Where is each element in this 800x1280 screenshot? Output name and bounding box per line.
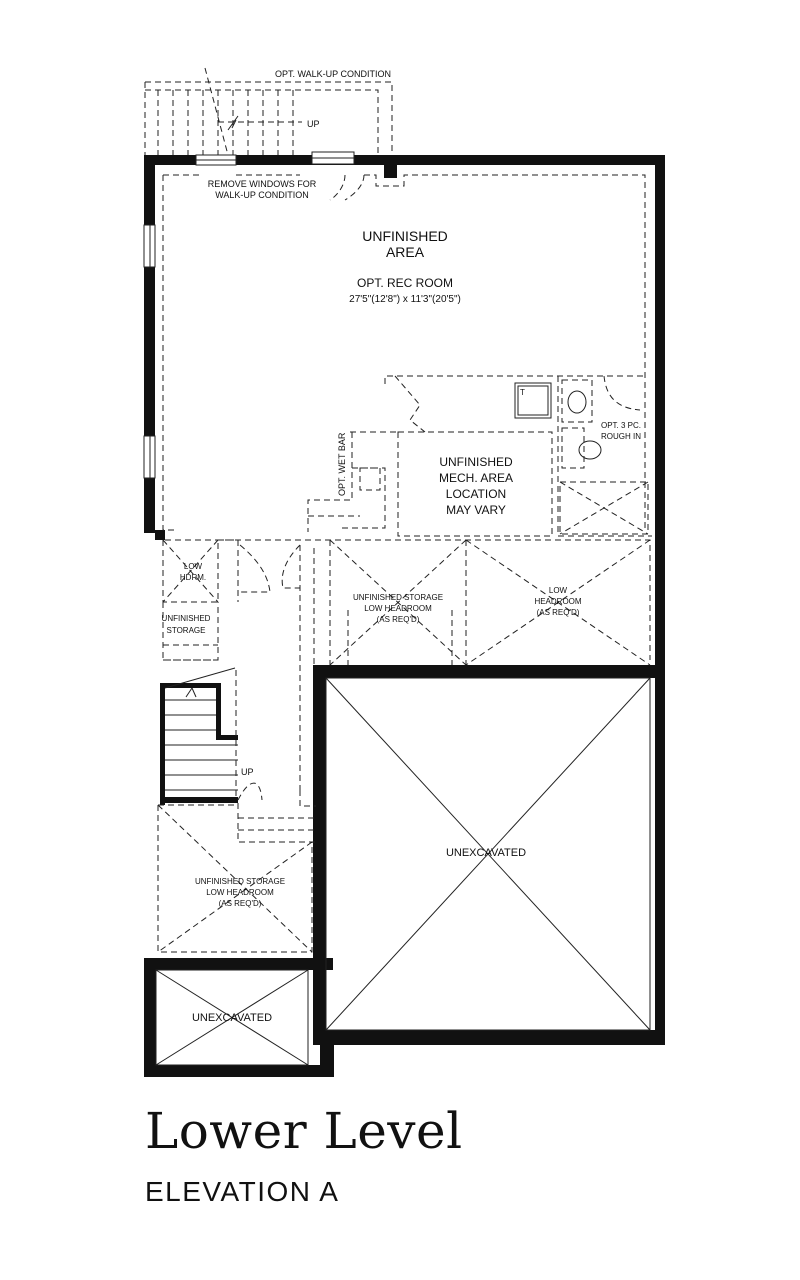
storage-low-label-3: (AS REQ'D) <box>219 899 262 908</box>
tank-label: T <box>520 388 525 397</box>
windows <box>143 151 355 479</box>
hall-doors <box>237 544 316 843</box>
remove-windows-label-1: REMOVE WINDOWS FOR <box>208 179 317 189</box>
plan-title: Lower Level <box>145 1102 463 1160</box>
wet-bar <box>307 432 386 532</box>
storage-mid-label-2: LOW HEADROOM <box>364 604 432 613</box>
opt-wet-bar-label: OPT. WET BAR <box>337 432 347 496</box>
up-label-top: UP <box>307 119 320 129</box>
unfinished-storage-label-2: STORAGE <box>167 626 206 635</box>
low-headroom-label-1: LOW <box>549 586 568 595</box>
stair-up <box>164 667 238 800</box>
up-label-stair: UP <box>241 767 254 777</box>
lower-storage <box>157 804 313 953</box>
unfinished-area-label-2: AREA <box>386 244 425 260</box>
unexcavated-small <box>155 969 309 1066</box>
mech-area-label-1: UNFINISHED <box>439 455 513 469</box>
mech-area-label-2: MECH. AREA <box>439 471 513 485</box>
low-hdrm-label-2: HDRM. <box>180 573 206 582</box>
unfinished-area-label-1: UNFINISHED <box>362 228 448 244</box>
unexcavated-small-label: UNEXCAVATED <box>192 1012 272 1024</box>
opt-walkup-stair <box>144 67 393 156</box>
rough-in-label-2: ROUGH IN <box>601 432 641 441</box>
unexcavated-big <box>325 677 651 1031</box>
low-headroom-label-3: (AS REQ'D) <box>537 608 580 617</box>
storage-zones <box>165 539 651 666</box>
left-storage <box>162 539 271 661</box>
low-headroom-label-2: HEADROOM <box>534 597 581 606</box>
remove-windows-label-2: WALK-UP CONDITION <box>215 190 309 200</box>
storage-mid-label-1: UNFINISHED STORAGE <box>353 593 443 602</box>
plan-subtitle: ELEVATION A <box>145 1176 340 1207</box>
storage-low-label-1: UNFINISHED STORAGE <box>195 877 285 886</box>
unfinished-storage-label-1: UNFINISHED <box>162 614 211 623</box>
opt-walkup-label: OPT. WALK-UP CONDITION <box>275 69 391 79</box>
storage-mid-label-3: (AS REQ'D) <box>377 615 420 624</box>
rec-room-outline <box>162 174 646 531</box>
mech-area-label-3: LOCATION <box>446 487 506 501</box>
unexcavated-big-label: UNEXCAVATED <box>446 847 526 859</box>
storage-low-label-2: LOW HEADROOM <box>206 888 274 897</box>
low-hdrm-label-1: LOW <box>184 562 203 571</box>
opt-rec-room-label: OPT. REC ROOM <box>357 276 453 290</box>
mech-area-label-4: MAY VARY <box>446 503 506 517</box>
rough-in-label-1: OPT. 3 PC. <box>601 421 641 430</box>
exterior-walls <box>144 155 665 1077</box>
rec-room-dimensions: 27'5"(12'8") x 11'3"(20'5") <box>349 294 461 305</box>
mech-bath-block <box>350 375 652 537</box>
